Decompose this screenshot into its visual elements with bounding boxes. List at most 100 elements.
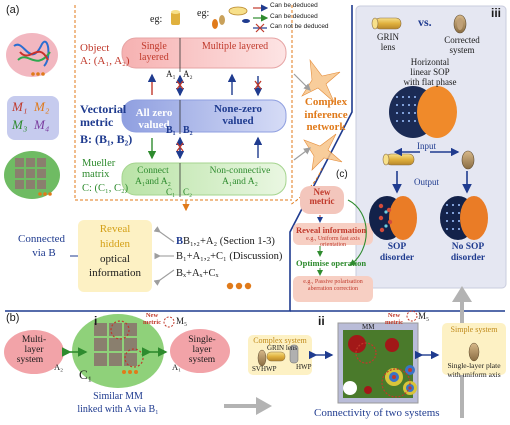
reveal-box xyxy=(78,220,152,292)
multi-layer-ellipse xyxy=(4,330,64,374)
object-title: Object xyxy=(80,42,110,54)
eg-multi-layer-icon xyxy=(212,6,250,29)
b-simple-system: Simple system xyxy=(450,325,498,334)
eg-label-1: eg: xyxy=(150,14,163,25)
panel-b-ii: ii xyxy=(318,314,325,328)
matrix-m2: M₂ xyxy=(34,99,50,114)
b-multi-3: system xyxy=(16,355,44,365)
metric-title: Vectorial metric xyxy=(80,102,127,129)
iii-sop-1: Horizontal xyxy=(410,57,450,67)
panel-b-label: (b) xyxy=(6,312,20,324)
iii-sop-disorder-1: SOP xyxy=(387,242,407,252)
mueller-sub: C: (C₁, C₂) xyxy=(82,183,129,194)
mueller-nonconnect-1: Non-connective xyxy=(209,166,271,176)
b-connectivity: Connectivity of two systems xyxy=(314,407,440,419)
panel-b-i: i xyxy=(94,314,98,328)
mueller-thumbnail xyxy=(4,151,60,199)
c-reveal-eg: e.g., Uniform fast axis orientation xyxy=(306,236,360,249)
b-single-2: layer xyxy=(192,345,212,355)
metric-nonzero: None-zero valued xyxy=(213,103,263,127)
iii-vs: vs. xyxy=(418,15,432,29)
object-a1: A₁ xyxy=(166,69,176,79)
b-new-metric-2b: metric xyxy=(384,319,404,326)
iii-input: Input xyxy=(417,141,436,151)
b-single-plate-1: Single-layer plate xyxy=(447,361,501,370)
hwp-icon xyxy=(289,344,299,364)
c-new-metric: New metric xyxy=(309,187,335,207)
matrix-m4: M₄ xyxy=(34,117,50,132)
b-m5-1: M₅ xyxy=(176,316,188,326)
legend-deduced-1: Can be deduced xyxy=(270,2,318,9)
connected-via-1: Connected xyxy=(18,233,66,245)
mueller-title: Mueller matrix xyxy=(82,158,116,181)
c-optimise: Optimise operation xyxy=(296,258,367,268)
mueller-c2: C₂ xyxy=(183,187,193,197)
b-single-1: Single- xyxy=(188,335,216,345)
b-single-3: system xyxy=(188,355,216,365)
grin-lens-mid-icon xyxy=(382,153,415,166)
object-single: Single layered xyxy=(139,41,169,63)
optimise-box xyxy=(293,276,373,302)
eg-label-2: eg: xyxy=(197,8,210,19)
reveal-info-box xyxy=(293,223,373,245)
legend-not-deduced: Can not be deduced xyxy=(270,23,329,30)
mueller-pill xyxy=(121,162,287,196)
mueller-nonconnect-2: A₁and A₂ xyxy=(222,177,258,187)
b-m5-2: M₅ xyxy=(418,311,430,321)
b-grin-lens: GRIN lens xyxy=(267,344,298,352)
b-c1: C₁ xyxy=(79,367,93,382)
new-metric-box xyxy=(300,186,344,214)
reveal-3: optical xyxy=(100,253,130,265)
formula-2: B₁+A₁,₂+C₁ (Discussion) xyxy=(176,251,283,262)
svhwp-icon xyxy=(257,349,267,367)
b-new-metric-1b: metric xyxy=(142,319,162,326)
object-multiple: Multiple layered xyxy=(201,41,269,52)
legend-deduced-2: Can be deduced xyxy=(270,13,318,20)
formula-1: BB₁,₂+A₂ (Section 1-3) xyxy=(176,236,275,247)
legend-arrows xyxy=(253,4,269,33)
reveal-2: hidden xyxy=(100,238,130,250)
grin-lens-top-icon xyxy=(371,17,402,30)
c-optimise-eg: e.g., Passive polarisation aberration co… xyxy=(303,279,363,293)
complex-network-label: Complex inference network xyxy=(304,96,348,134)
grin-lens-icon xyxy=(266,351,286,362)
metric-zero: All zero valued xyxy=(135,107,173,131)
iii-grin-2: lens xyxy=(380,42,396,52)
iii-grin-1: GRIN xyxy=(377,32,399,42)
object-sub: A: (A₁, A₂) xyxy=(80,55,130,67)
iii-sop-disorder-2: disorder xyxy=(379,253,415,263)
object-a2: A₂ xyxy=(183,69,193,79)
b-multi-2: layer xyxy=(24,345,44,355)
b-mm: MM xyxy=(362,323,375,331)
metric-thumbnail xyxy=(7,96,59,140)
corrected-system-mid-icon xyxy=(461,150,475,170)
iii-sop-2: linear SOP xyxy=(410,67,450,77)
object-thumbnail xyxy=(6,33,58,77)
b-new-metric-1a: New xyxy=(145,312,159,319)
iii-no-sop-disorder-2: disorder xyxy=(450,253,486,263)
panel-a-label: (a) xyxy=(6,4,20,16)
b-similar-1: Similar MM xyxy=(93,391,143,402)
b-single-plate-2: with uniform axis xyxy=(447,370,501,379)
connected-via-2: via B xyxy=(32,247,56,259)
panel-c-label: (c) xyxy=(336,169,348,180)
b-a2: A₂ xyxy=(54,362,64,372)
single-plate-icon xyxy=(468,342,480,362)
b-a1: A₁ xyxy=(172,362,182,372)
reveal-1: Reveal xyxy=(99,223,131,235)
eg-single-layer-icon xyxy=(171,10,180,25)
metric-b2: B₂ xyxy=(183,125,193,136)
mueller-connect-2: A₁and A₂ xyxy=(135,177,171,187)
b-similar-2: linked with A via B₁ xyxy=(77,404,159,415)
b-complex-system: Complex system xyxy=(253,336,307,345)
b-svhwp: SVHWP xyxy=(252,365,277,373)
matrix-m1: M₁ xyxy=(12,99,28,114)
object-pill xyxy=(121,37,287,69)
b-new-metric-2a: New xyxy=(387,312,401,319)
iii-corrected-2: system xyxy=(449,45,475,55)
iii-output: Output xyxy=(414,177,440,187)
c-reveal-info: Reveal information xyxy=(296,225,367,235)
b-hwp: HWP xyxy=(296,363,312,371)
iii-no-sop-disorder-1: No SOP xyxy=(451,242,485,252)
